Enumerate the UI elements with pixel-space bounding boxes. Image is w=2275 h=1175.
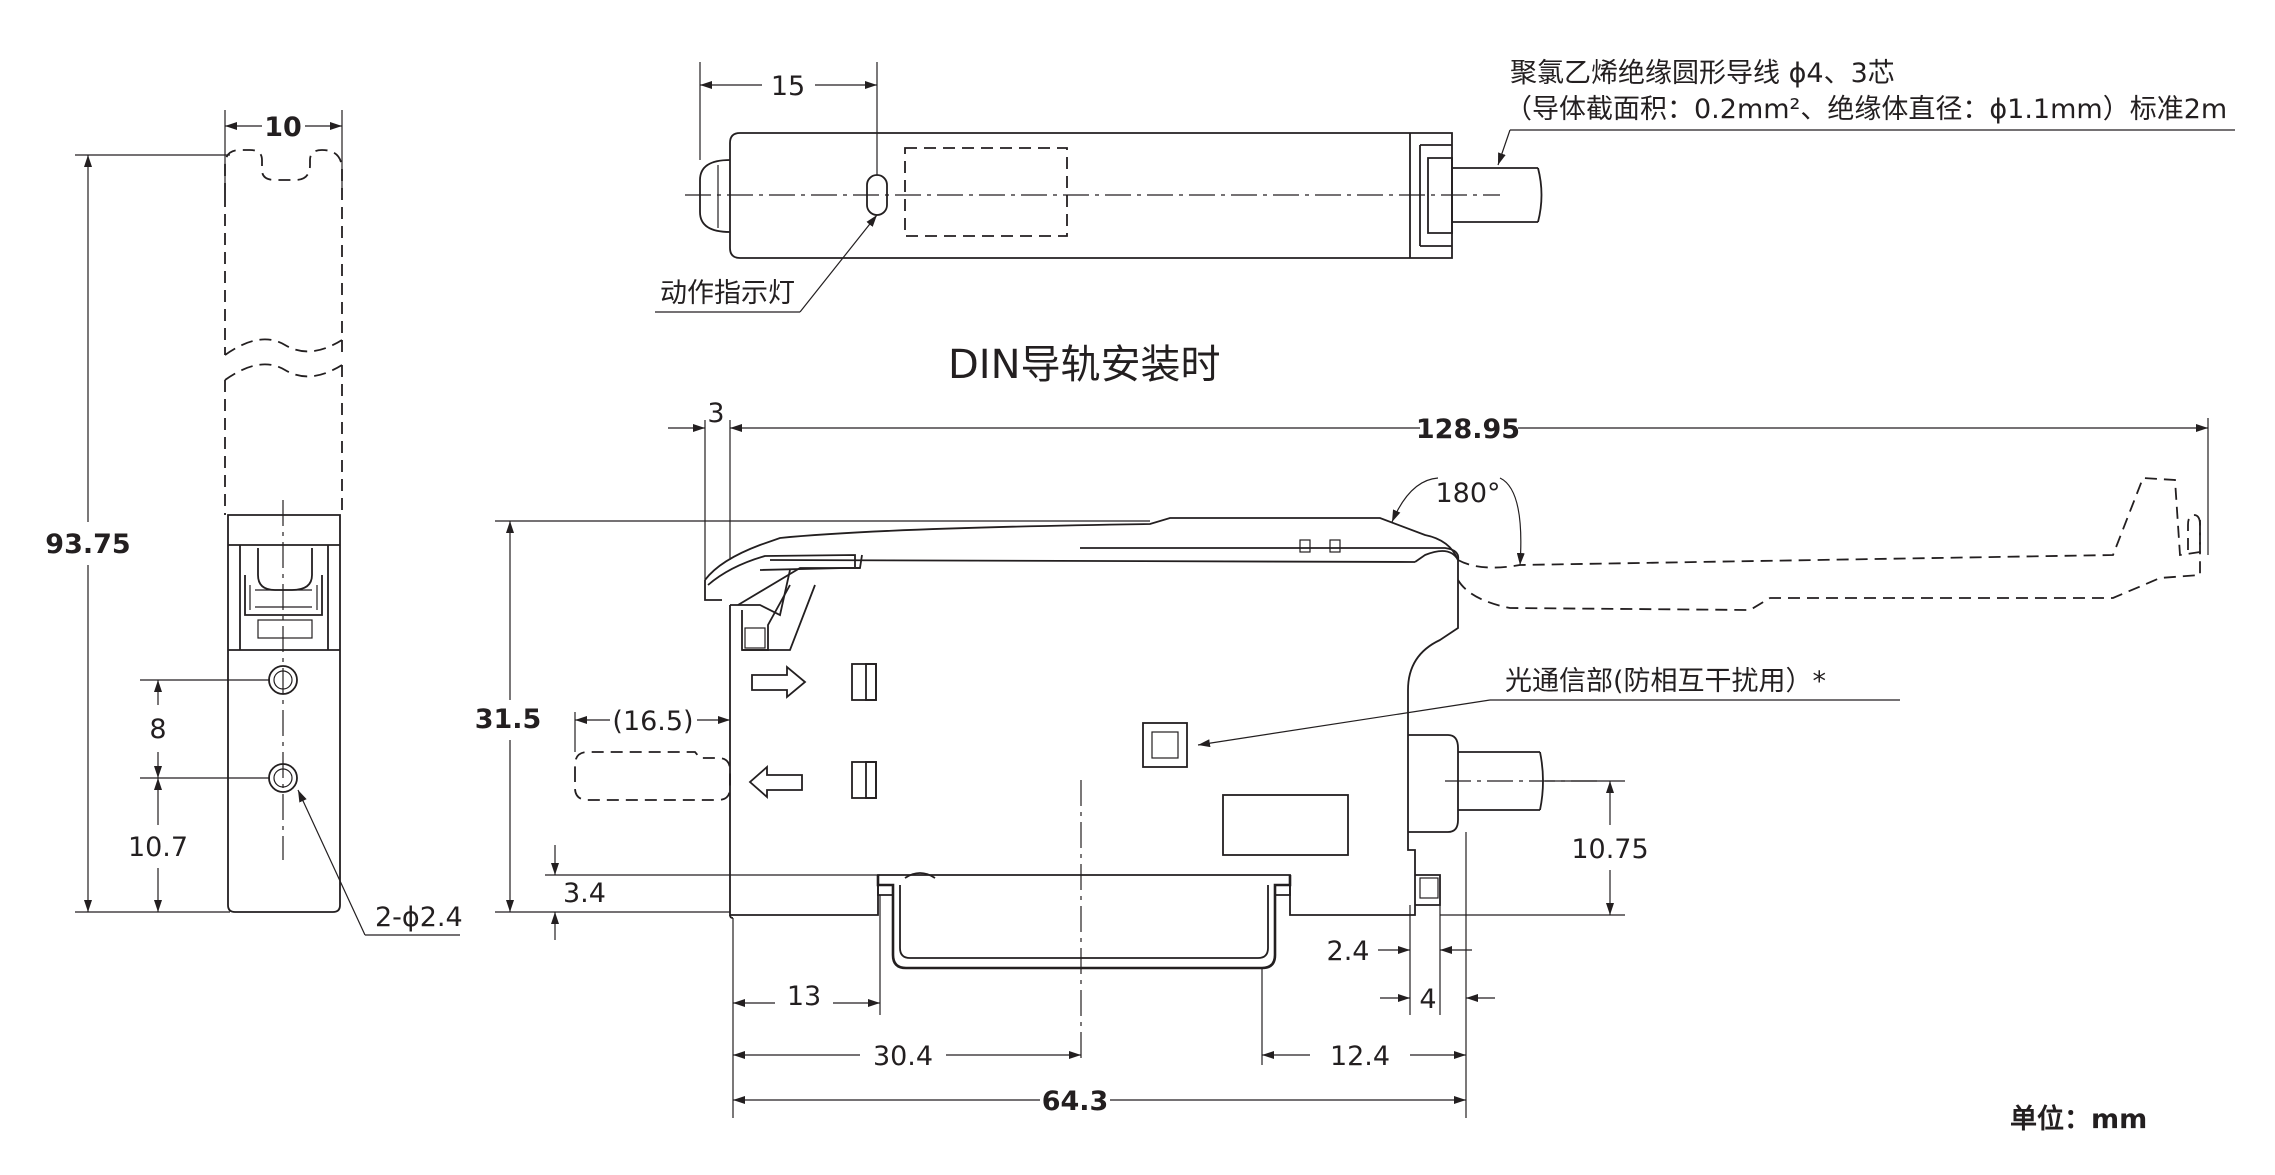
dim-front-height: 31.5: [475, 704, 542, 735]
dim-right-4: 4: [1419, 984, 1436, 1015]
dim-side-height: 93.75: [45, 529, 130, 560]
front-view: [574, 477, 2201, 1060]
dim-center-30: 30.4: [873, 1041, 933, 1072]
unit-note: 单位：mm: [2010, 1103, 2147, 1135]
dim-cover-angle: 180°: [1435, 478, 1500, 509]
dim-front-3: 3: [707, 398, 724, 429]
front-dimensions: 3 128.95 180° 31.5 (16.5) 3.4 13: [475, 398, 2209, 1118]
dim-right-12-4: 12.4: [1330, 1041, 1390, 1072]
dim-top-15: 15: [771, 71, 805, 102]
label-cable-2: （导体截面积：0.2mm²、绝缘体直径：ϕ1.1mm）标准2m: [1505, 94, 2227, 125]
dim-rail-height: 3.4: [563, 878, 606, 909]
label-cable-1: 聚氯乙烯绝缘圆形导线 ϕ4、3芯: [1510, 58, 1895, 89]
side-view: 10 93.75 8 10.7 2-ϕ2.4: [45, 110, 463, 936]
dim-total-length: 128.95: [1416, 414, 1520, 445]
title-din-rail: DIN导轨安装时: [948, 342, 1221, 388]
dim-connector-offset: (16.5): [612, 706, 693, 737]
dim-overall-width: 64.3: [1042, 1086, 1109, 1117]
dim-right-2-4: 2.4: [1327, 936, 1370, 967]
label-optical: 光通信部(防相互干扰用）*: [1505, 666, 1826, 697]
dim-hole-bottom: 10.7: [128, 832, 188, 863]
dim-side-width: 10: [264, 112, 302, 143]
dim-hole-pitch: 8: [149, 714, 166, 745]
label-indicator: 动作指示灯: [660, 278, 795, 309]
top-view: 15 动作指示灯 聚氯乙烯绝缘圆形导线 ϕ4、3芯 （导体截面积：0.2mm²、…: [655, 58, 2235, 313]
dim-cable-height: 10.75: [1571, 834, 1648, 865]
dim-rail-left: 13: [787, 981, 821, 1012]
dim-holes: 2-ϕ2.4: [375, 902, 463, 933]
